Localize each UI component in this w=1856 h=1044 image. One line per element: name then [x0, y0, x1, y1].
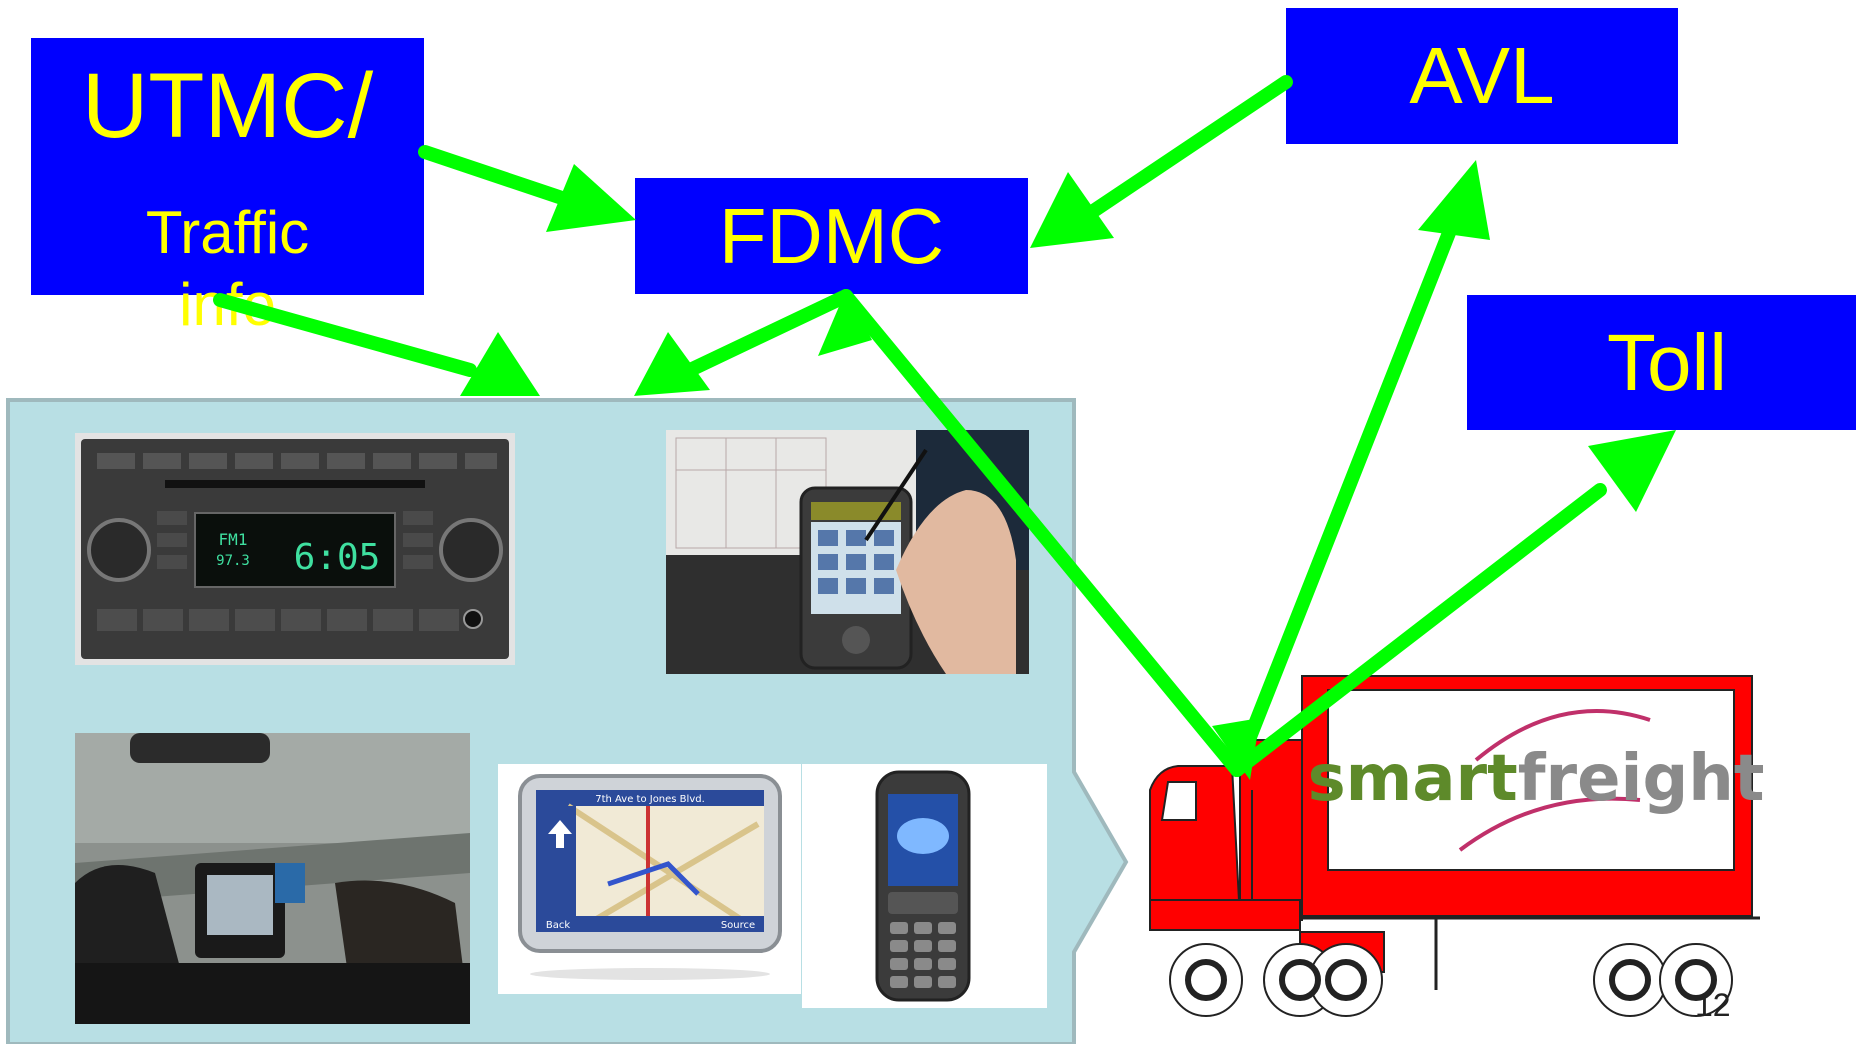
utmc-title: UTMC/ [81, 55, 374, 157]
gps-source: Source [721, 920, 755, 931]
radio-time: 6:05 [294, 537, 381, 578]
utmc-subtitle: Traffic [145, 199, 310, 266]
arrow-head-fdmc-to-panel [634, 332, 710, 396]
radio-freq: 97.3 [216, 553, 250, 569]
arrow-head-avl-to-fdmc [1030, 172, 1114, 248]
avl-box: AVL [1286, 8, 1678, 144]
radio-device-icon: 6:05 FM1 97.3 [75, 433, 515, 665]
utmc-box: UTMC/ Traffic [31, 38, 424, 295]
arrow-head-truck-to-toll [1588, 430, 1676, 512]
mobile-phone-icon [802, 764, 1047, 1008]
in-car-navigation-icon [75, 733, 470, 1024]
toll-box: Toll [1467, 295, 1856, 430]
gps-back: Back [546, 920, 570, 931]
arrow-head-truck-to-fdmc [818, 290, 872, 356]
arrow-head-truck-to-avl [1418, 160, 1490, 240]
arrow-head-utmc-to-fdmc [546, 164, 636, 232]
arrow-head-info-to-panel [460, 332, 540, 396]
truck-logo-smart: smart [1308, 742, 1518, 816]
page-number: 12 [1695, 987, 1731, 1023]
truck-logo: smartfreight [1308, 742, 1765, 816]
truck-logo-freight: freight [1518, 742, 1765, 816]
fdmc-box: FDMC [635, 178, 1028, 294]
gps-street: 7th Ave to Jones Blvd. [595, 794, 705, 805]
gps-navigator-icon: 7th Ave to Jones Blvd. Back Source [498, 764, 801, 994]
radio-band: FM1 [219, 530, 248, 549]
arrow-head-fdmc-to-truck [1212, 718, 1260, 780]
